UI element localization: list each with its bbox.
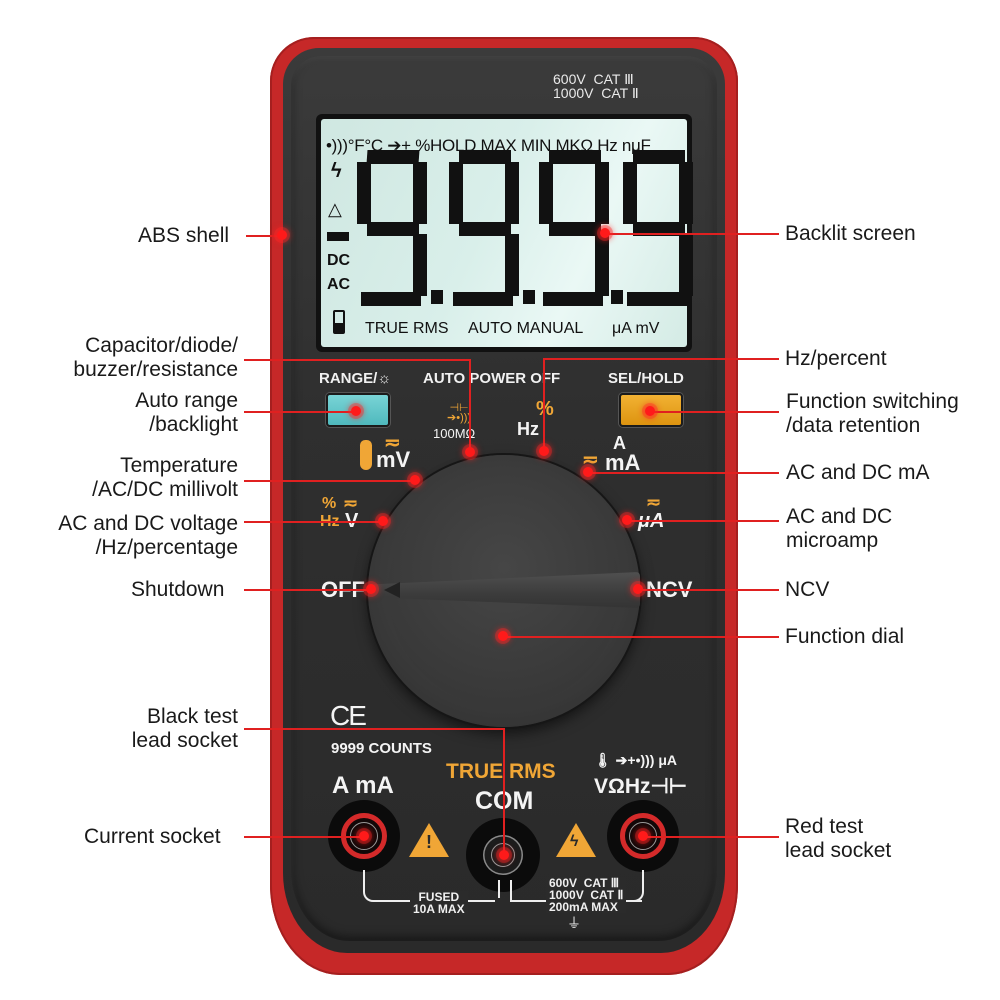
lcd-digits bbox=[355, 150, 693, 310]
callout-ac-dc-microamp: AC and DC microamp bbox=[786, 505, 893, 552]
digit-3 bbox=[537, 150, 609, 306]
callout-red-lead-socket: Red test lead socket bbox=[785, 815, 892, 862]
ground-icon: ⏚ bbox=[567, 915, 581, 931]
true-rms-label: TRUE RMS bbox=[446, 760, 556, 783]
callout-ac-dc-ma: AC and DC mA bbox=[786, 461, 930, 484]
lcd-auto-manual: AUTO MANUAL bbox=[468, 320, 584, 337]
ac-dc-symbol: ≂ bbox=[343, 493, 359, 513]
digit-1 bbox=[355, 150, 427, 306]
high-voltage-triangle-icon bbox=[556, 823, 596, 857]
warning-triangle-icon bbox=[409, 823, 449, 857]
callout-current-socket: Current socket bbox=[84, 825, 221, 848]
dial-label-100mohm: 100MΩ bbox=[433, 426, 476, 441]
callout-ncv: NCV bbox=[785, 578, 830, 601]
callout-black-lead-socket: Black test lead socket bbox=[131, 705, 238, 752]
ac-dc-symbol: ≂ bbox=[582, 449, 599, 471]
lightning-icon: ϟ bbox=[331, 160, 342, 182]
thermometer-icon bbox=[360, 440, 372, 470]
fused-10a-label: FUSED 10A MAX bbox=[410, 891, 468, 915]
range-button-label: RANGE/☼ bbox=[319, 370, 392, 387]
callout-abs-shell: ABS shell bbox=[138, 224, 230, 247]
red-socket-functions-top: 🌡 ➔+•))) μA bbox=[594, 752, 678, 768]
delta-icon: △ bbox=[328, 199, 342, 219]
callout-capacitor-diode: Capacitor/diode/ buzzer/resistance bbox=[73, 334, 238, 381]
ac-dc-symbol: ≂ bbox=[384, 432, 401, 454]
red-socket-functions-bottom: VΩHz⊣⊢ bbox=[594, 775, 688, 798]
dial-label-hz: Hz bbox=[517, 419, 539, 439]
counts-label: 9999 COUNTS bbox=[331, 740, 432, 757]
callout-shutdown: Shutdown bbox=[131, 578, 225, 601]
cat-rating-top: 600V CAT Ⅲ 1000V CAT Ⅱ bbox=[553, 71, 639, 101]
dial-label-a: A bbox=[613, 433, 626, 453]
decimal-point bbox=[611, 290, 623, 304]
dial-label-volt-percent: % bbox=[322, 495, 337, 512]
callout-auto-range: Auto range /backlight bbox=[135, 389, 238, 436]
digit-4 bbox=[621, 150, 693, 306]
ac-dc-symbol: ≂ bbox=[646, 492, 662, 512]
lcd-units: μA mV bbox=[612, 320, 660, 337]
dial-label-mv: mV bbox=[376, 447, 411, 472]
battery-icon bbox=[333, 310, 345, 334]
decimal-point bbox=[523, 290, 535, 304]
callout-ac-dc-voltage: AC and DC voltage /Hz/percentage bbox=[58, 512, 238, 559]
lcd-dc-label: DC bbox=[327, 252, 351, 269]
dial-pointer-arrow-icon bbox=[384, 582, 400, 598]
cap-diode-buzzer-icon: ⊣⊢ ➔•))) bbox=[447, 402, 472, 424]
digit-2 bbox=[447, 150, 519, 306]
ce-mark: CE bbox=[330, 700, 367, 731]
decimal-point bbox=[431, 290, 443, 304]
rating-bottom-label: 600V CAT Ⅲ 1000V CAT Ⅱ 200mA MAX bbox=[546, 877, 627, 913]
callout-temperature-mv: Temperature /AC/DC millivolt bbox=[92, 454, 238, 501]
lcd-true-rms: TRUE RMS bbox=[365, 320, 449, 337]
dial-label-ma: mA bbox=[605, 450, 641, 475]
callout-function-switching: Function switching /data retention bbox=[786, 390, 959, 437]
auto-power-off-label: AUTO POWER OFF bbox=[423, 370, 561, 387]
sel-hold-button-label: SEL/HOLD bbox=[608, 370, 684, 387]
minus-sign bbox=[327, 232, 349, 241]
a-ma-socket-label: A mA bbox=[332, 772, 394, 799]
callout-backlit-screen: Backlit screen bbox=[785, 222, 916, 245]
callout-hz-percent: Hz/percent bbox=[785, 347, 887, 370]
callout-function-dial: Function dial bbox=[785, 625, 905, 648]
lcd-ac-label: AC bbox=[327, 276, 351, 293]
